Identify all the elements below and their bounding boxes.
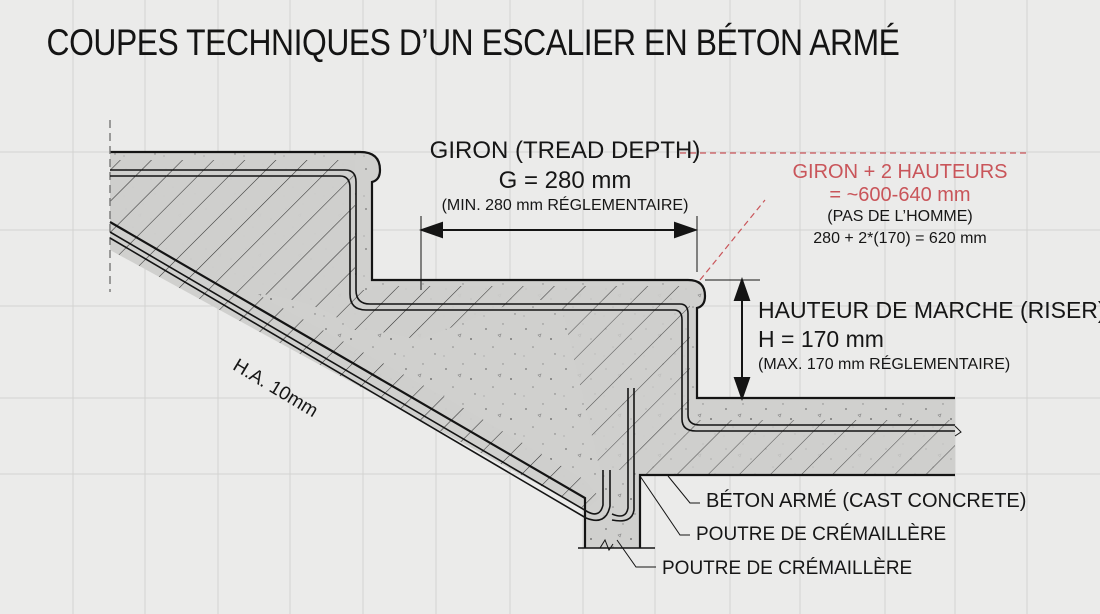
hatch-landing xyxy=(640,420,955,475)
riser-heading: HAUTEUR DE MARCHE (RISER) xyxy=(758,297,1100,323)
page-title: COUPES TECHNIQUES D’UN ESCALIER EN BÉTON… xyxy=(46,22,900,63)
giron-annotation: GIRON (TREAD DEPTH) G = 280 mm (MIN. 280… xyxy=(400,136,730,216)
callout-beton-arme: BÉTON ARMÉ (CAST CONCRETE) xyxy=(706,490,1027,512)
giron-dimension xyxy=(418,216,699,290)
hatch-second-tread xyxy=(372,286,690,340)
pas-leader xyxy=(680,152,1030,281)
callout-poutre-1: POUTRE DE CRÉMAILLÈRE xyxy=(696,524,947,545)
giron-note: (MIN. 280 mm RÉGLEMENTAIRE) xyxy=(441,197,689,214)
pas-line3: (PAS DE L’HOMME) xyxy=(827,208,973,225)
concrete-outline xyxy=(109,150,955,548)
riser-note: (MAX. 170 mm RÉGLEMENTAIRE) xyxy=(758,356,1011,373)
callout-poutre-2: POUTRE DE CRÉMAILLÈRE xyxy=(662,558,913,579)
pas-line1: GIRON + 2 HAUTEURS xyxy=(792,161,1008,183)
callout-leaders xyxy=(616,475,700,568)
pas-de-l-homme-annotation: GIRON + 2 HAUTEURS = ~600-640 mm (PAS DE… xyxy=(770,160,1030,250)
giron-value: G = 280 mm xyxy=(498,167,632,194)
giron-heading: GIRON (TREAD DEPTH) xyxy=(429,137,701,164)
rebar-ha10 xyxy=(109,169,955,522)
pas-formula: 280 + 2*(170) = 620 mm xyxy=(813,230,987,247)
riser-value: H = 170 mm xyxy=(758,326,884,352)
hatch-upper-tread xyxy=(110,160,420,330)
riser-dimension xyxy=(705,276,760,402)
pas-line2: = ~600-640 mm xyxy=(829,184,971,206)
riser-annotation: HAUTEUR DE MARCHE (RISER) H = 170 mm (MA… xyxy=(758,296,1100,376)
